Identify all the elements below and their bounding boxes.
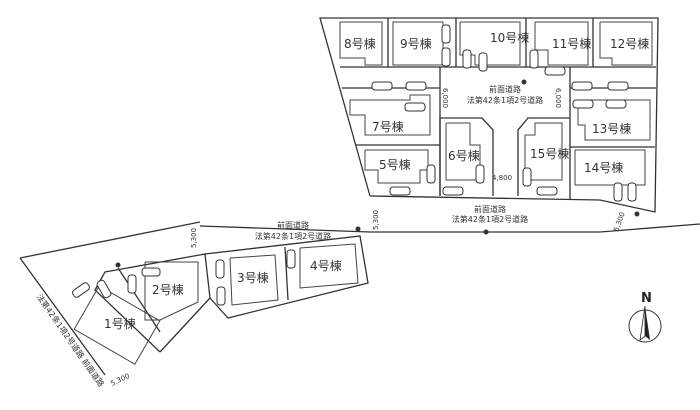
- dimension-labels: 6,000 6,000 4,800 5,300 5,300 5,300 5,30…: [109, 88, 626, 388]
- left-road-label: 法第42条1項2号道路 前面道路: [35, 292, 107, 389]
- building-6[interactable]: 6号棟: [448, 148, 480, 163]
- compass-needle-icon: [645, 306, 650, 340]
- building-3[interactable]: 3号棟: [237, 270, 269, 285]
- building-13[interactable]: 13号棟: [592, 121, 631, 136]
- north-compass: N: [628, 291, 662, 343]
- dim-5300-b: 5,300: [372, 210, 380, 230]
- building-10[interactable]: 10号棟: [490, 30, 529, 45]
- inner-road-type: 法第42条1項2号道路: [467, 95, 543, 105]
- building-7[interactable]: 7号棟: [372, 119, 404, 134]
- west-road-label: 前面道路: [277, 220, 309, 230]
- inner-road-label: 前面道路: [489, 84, 521, 94]
- building-15[interactable]: 15号棟: [530, 146, 569, 161]
- building-9[interactable]: 9号棟: [400, 36, 432, 51]
- building-2[interactable]: 2号棟: [152, 282, 184, 297]
- building-1[interactable]: 1号棟: [104, 316, 136, 331]
- dim-4800: 4,800: [492, 174, 512, 182]
- west-road-type: 法第42条1項2号道路: [255, 231, 331, 241]
- building-labels: 8号棟 9号棟 10号棟 11号棟 12号棟 7号棟 5号棟 6号棟 15号棟 …: [104, 30, 649, 331]
- main-road-label: 前面道路: [474, 204, 506, 214]
- building-8[interactable]: 8号棟: [344, 36, 376, 51]
- north-label: N: [641, 291, 652, 306]
- dim-6000-left: 6,000: [441, 88, 449, 108]
- parking-cars: [72, 24, 637, 306]
- building-5[interactable]: 5号棟: [379, 157, 411, 172]
- building-11[interactable]: 11号棟: [552, 36, 591, 51]
- dim-5300-d: 5,300: [109, 372, 131, 388]
- dim-5300-a: 5,300: [190, 228, 198, 248]
- building-12[interactable]: 12号棟: [610, 36, 649, 51]
- main-road-type: 法第42条1項2号道路: [452, 214, 528, 224]
- road-labels: 前面道路 法第42条1項2号道路 前面道路 法第42条1項2号道路 前面道路 法…: [35, 84, 544, 389]
- south-block: [73, 235, 369, 365]
- main-road: [19, 79, 700, 376]
- building-4[interactable]: 4号棟: [310, 258, 342, 273]
- building-14[interactable]: 14号棟: [584, 160, 623, 175]
- dim-6000-right: 6,000: [554, 88, 562, 108]
